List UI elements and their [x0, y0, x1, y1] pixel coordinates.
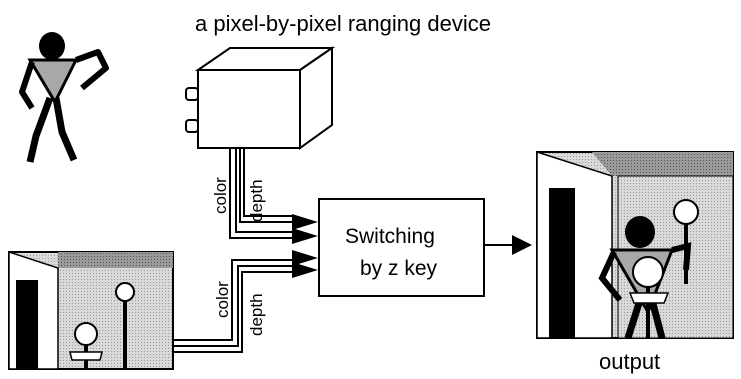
scene-color-label: color	[213, 281, 232, 318]
person-figure	[19, 32, 109, 163]
device-depth-label: depth	[247, 179, 266, 222]
device-title: a pixel-by-pixel ranging device	[195, 11, 491, 36]
input-arrowheads	[292, 214, 318, 278]
switching-line1: Switching	[345, 225, 435, 248]
device-color-label: color	[211, 177, 230, 214]
scene-depth-label: depth	[247, 293, 266, 336]
ranging-device	[185, 46, 336, 150]
switching-line2: by z key	[360, 257, 438, 280]
switching-box: Switching by z key	[318, 198, 485, 297]
scene-wires	[173, 259, 292, 353]
device-wires	[229, 148, 292, 239]
output-label: output	[599, 349, 660, 374]
output-scene	[536, 150, 734, 340]
input-scene	[8, 250, 174, 370]
